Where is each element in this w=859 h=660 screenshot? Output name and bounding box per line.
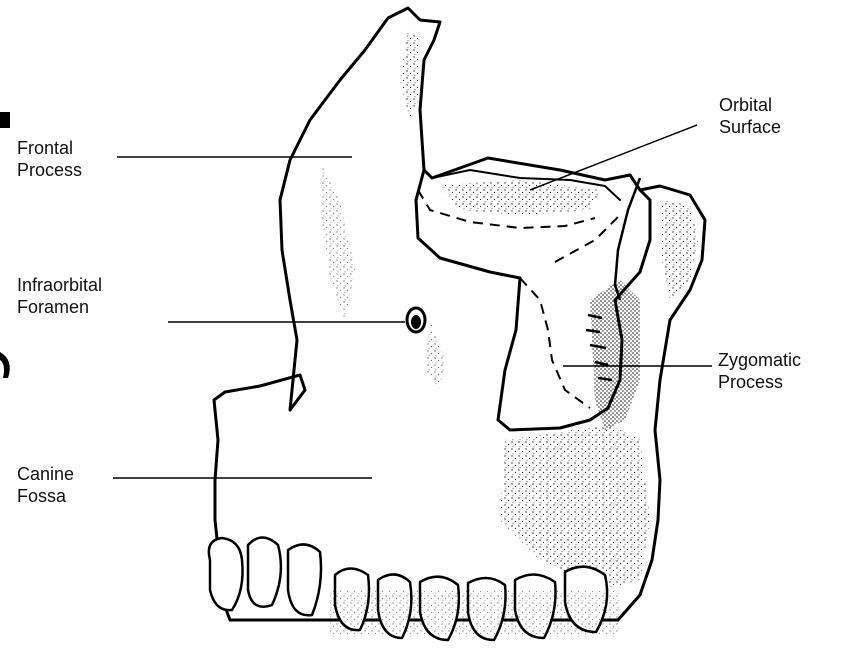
edge-marks xyxy=(0,112,10,378)
label-zygomatic-process: Zygomatic Process xyxy=(718,349,801,393)
teeth-shading xyxy=(330,590,620,635)
label-orbital-surface: Orbital Surface xyxy=(719,94,781,138)
label-infraorbital-foramen: Infraorbital Foramen xyxy=(17,274,102,318)
infraorbital-foramen-mark xyxy=(407,308,425,332)
label-frontal-process: Frontal Process xyxy=(17,137,82,181)
label-canine-fossa: Canine Fossa xyxy=(17,463,74,507)
